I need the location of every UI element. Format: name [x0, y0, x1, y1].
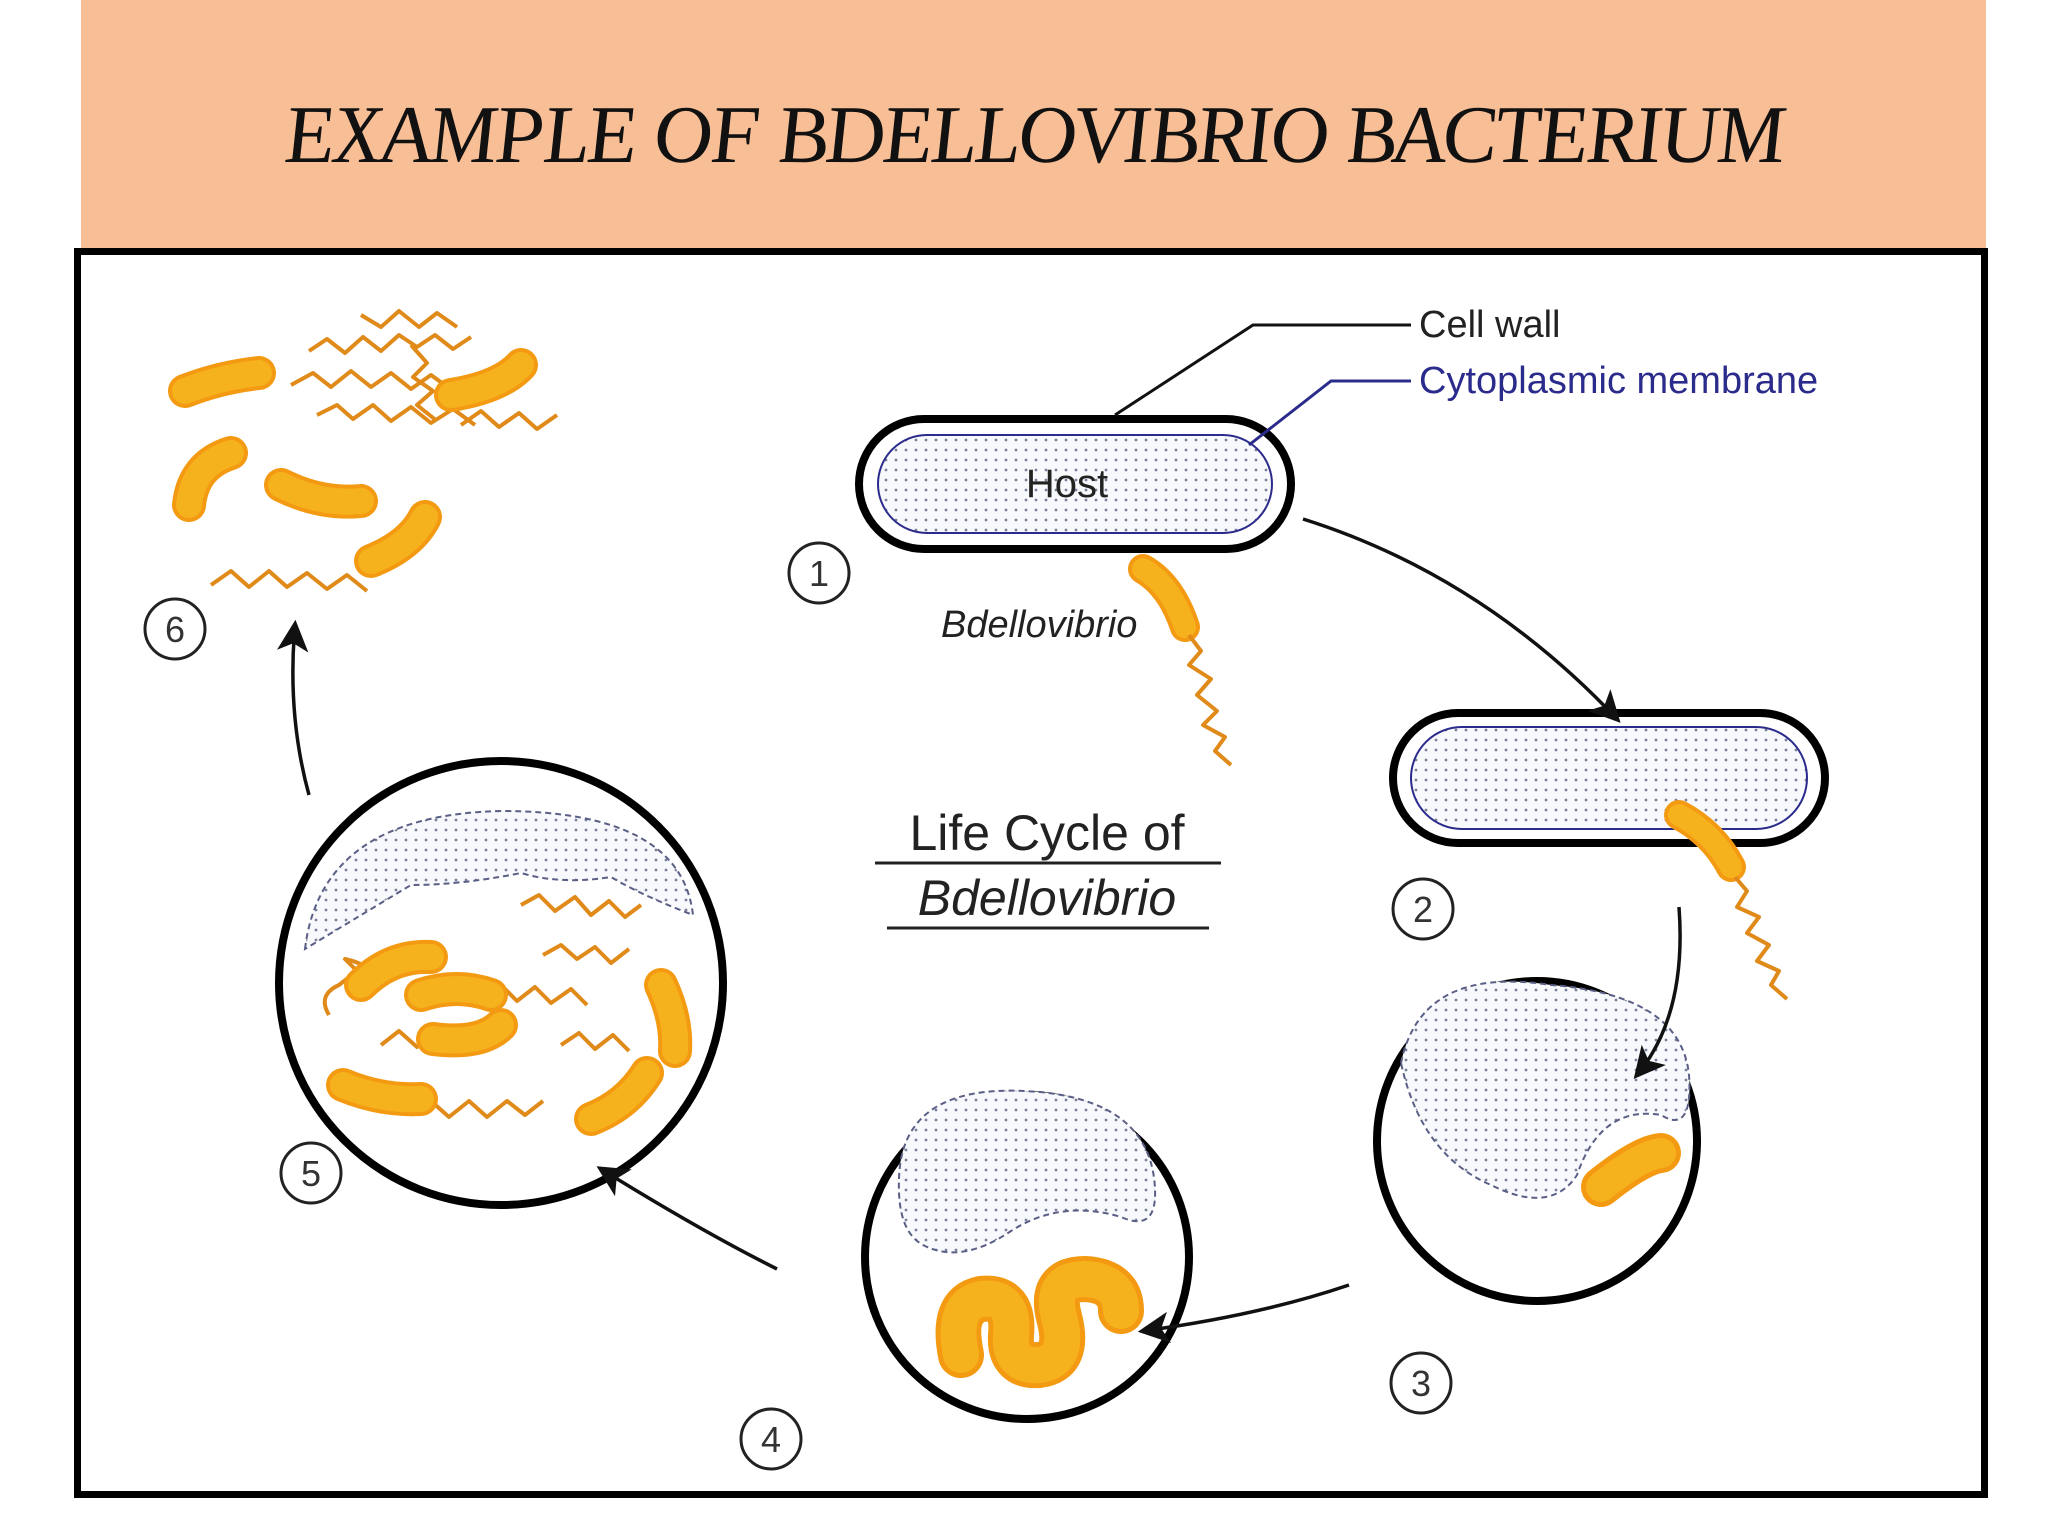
stage-badge-1: 1	[787, 541, 851, 605]
stage-number-4: 4	[761, 1419, 781, 1460]
stage-number-5: 5	[301, 1153, 321, 1194]
heading-line-1: Life Cycle of	[909, 805, 1184, 861]
stage-badge-3: 3	[1389, 1351, 1453, 1415]
arrow-2-to-3	[1633, 906, 1682, 1080]
stage-2-host-cell	[1389, 709, 1829, 847]
stage-number-2: 2	[1413, 889, 1433, 930]
host-label: Host	[1026, 462, 1108, 506]
stage-2-bdellovibrio	[1664, 800, 1789, 1001]
stage-badge-6: 6	[143, 597, 207, 661]
stage-number-1: 1	[809, 553, 829, 594]
life-cycle-diagram: Life Cycle of Bdellovibrio Host Bdellovi…	[143, 304, 1829, 1471]
heading-line-2: Bdellovibrio	[918, 870, 1176, 926]
stage-6-released-cells	[168, 309, 559, 593]
cell-wall-label: Cell wall	[1419, 304, 1560, 346]
stage-3-bdelloplast	[1373, 977, 1701, 1305]
stage-5-septation	[275, 757, 727, 1209]
slide-title: EXAMPLE OF BDELLOVIBRIO BACTERIUM	[280, 89, 1786, 180]
stage-number-6: 6	[165, 609, 185, 650]
stage-5-progeny	[326, 939, 693, 1136]
stage-badge-5: 5	[279, 1141, 343, 1205]
stage-4-elongation	[861, 1089, 1193, 1423]
stage-1-bdellovibrio	[1128, 554, 1233, 767]
stage-badge-4: 4	[739, 1407, 803, 1471]
cytoplasmic-membrane-callout: Cytoplasmic membrane	[1248, 360, 1818, 447]
stage-number-3: 3	[1411, 1363, 1431, 1404]
cytoplasmic-membrane-label: Cytoplasmic membrane	[1419, 360, 1818, 402]
stage-badge-2: 2	[1391, 877, 1455, 941]
bdellovibrio-label: Bdellovibrio	[941, 604, 1137, 646]
cycle-arrows	[276, 517, 1682, 1344]
stage-1-host-cell: Host	[855, 415, 1295, 553]
title-band: EXAMPLE OF BDELLOVIBRIO BACTERIUM	[81, 0, 1986, 250]
arrow-1-to-2	[1302, 517, 1621, 723]
arrow-3-to-4	[1137, 1283, 1350, 1344]
diagram-heading: Life Cycle of Bdellovibrio	[875, 805, 1221, 930]
arrow-5-to-6	[276, 619, 311, 796]
cell-wall-callout: Cell wall	[1114, 304, 1560, 417]
diagram-frame: Life Cycle of Bdellovibrio Host Bdellovi…	[74, 248, 1988, 1498]
arrow-4-to-5	[596, 1166, 778, 1271]
